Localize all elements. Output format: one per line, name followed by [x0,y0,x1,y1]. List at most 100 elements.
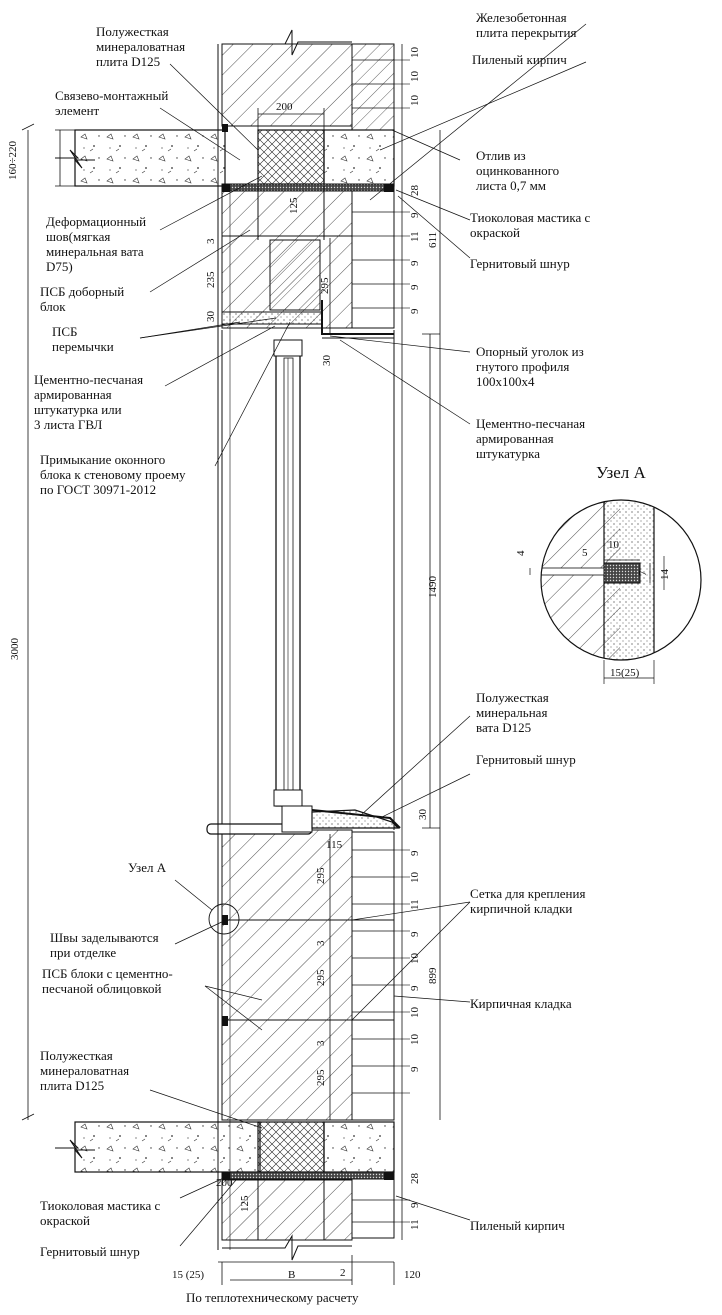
label-window-junction-line-0: Примыкание оконного [40,452,165,467]
label-thiokol-top-line-1: окраской [470,225,520,240]
dim-d28-bottom: 28 [409,1173,421,1185]
dim-d125: 125 [288,197,300,214]
label-plaster-inner-line-1: армированная [34,387,112,402]
dim-slab-thickness: 160÷220 [7,140,19,180]
dim-brick-low-8: 9 [409,1066,421,1072]
dim-brick-bottom-0: 9 [409,1202,421,1208]
dim-brick-mid-3: 9 [409,284,421,290]
label-thiokol-bottom-line-0: Тиоколовая мастика с [40,1198,160,1213]
label-rc-slab-line-1: плита перекрытия [476,25,576,40]
label-plaster-inner-line-3: 3 листа ГВЛ [34,417,103,432]
rc-slab-bottom-right [323,1121,395,1173]
dim-brick-bottom-1: 11 [409,1219,421,1230]
dim-brick-low-0: 9 [409,850,421,856]
window-opening [222,330,396,825]
label-thiokol-top-line-0: Тиоколовая мастика с [470,210,590,225]
label-plaster-outer-line-1: армированная [476,431,554,446]
label-thiokol-bottom-line-1: окраской [40,1213,90,1228]
dim-d3-a: 3 [315,940,327,946]
node-a-dim-0: 4 [515,550,527,556]
node-a-dim-1: 5 [582,547,588,559]
label-deformation-seam-line-1: шов(мягкая [46,229,110,244]
dim-d30-left: 30 [205,311,217,323]
label-drip-line-2: листа 0,7 мм [476,178,546,193]
dim-d125-bottom: 125 [239,1195,251,1212]
label-angle-line-1: гнутого профиля [476,359,569,374]
leader-lines [139,23,587,1247]
rc-slab-top-right [323,129,395,187]
dim-d1490: 1490 [427,576,439,599]
drip-edge [311,809,401,829]
label-window-junction-line-2: по ГОСТ 30971-2012 [40,482,156,497]
dim-d295-lintel: 295 [319,277,331,294]
label-angle-line-0: Опорный уголок из [476,344,584,359]
label-connector-line-0: Связево-монтажный [55,88,168,103]
dim-d295-c: 295 [315,1069,327,1086]
rc-slab-top [74,129,226,187]
dim-d295-b: 295 [315,969,327,986]
label-gernit-top-line-0: Гернитовый шнур [470,256,570,271]
support-angle [321,300,394,335]
dim-brick-low-3: 9 [409,931,421,937]
dim-d15-25: 15 (25) [172,1269,204,1281]
dim-d30-mid: 30 [321,355,333,367]
brick-cladding [351,43,395,1239]
dim-brick-low-5: 9 [409,985,421,991]
dim-d200-bottom: 200 [216,1177,233,1189]
break-line-top [55,149,95,169]
dim-brick-low-1: 10 [409,872,421,884]
label-connector-line-1: элемент [55,103,100,118]
dim-brick-low-6: 10 [409,1007,421,1019]
label-mineral-wool-sill-line-1: минеральная [476,705,547,720]
dim-d611: 611 [427,232,439,248]
label-psb-blocks-line-0: ПСБ блоки с цементно- [42,966,173,981]
psb-wall-bottom [221,1179,353,1241]
label-mineral-plate-bottom-line-0: Полужесткая [40,1048,113,1063]
dim-brick-mid-4: 9 [409,308,421,314]
break-line-bottom [55,1139,95,1159]
node-a-detail [529,499,702,684]
label-psb-extra-block-line-1: блок [40,299,66,314]
label-mineral-wool-sill-line-0: Полужесткая [476,690,549,705]
rc-slab-bottom [74,1121,261,1173]
label-masonry-line-0: Кирпичная кладка [470,996,572,1011]
label-drip-line-1: оцинкованного [476,163,559,178]
dim-brick-low-4: 10 [409,953,421,965]
label-mesh-line-0: Сетка для крепления [470,886,585,901]
dim-insulation-width: 200 [276,101,293,113]
bottom-drip-strip [221,1171,395,1180]
mineral-plate-bottom-fill [257,1121,325,1173]
psb-wall-lower [221,829,353,1121]
break-line-wall-top [222,29,352,56]
label-plaster-outer-line-2: штукатурка [476,446,540,461]
dim-brick-mid-1: 11 [409,231,421,242]
dim-brick-mid-2: 9 [409,260,421,266]
label-seams-note-line-0: Швы заделываются [50,930,159,945]
label-mineral-wool-sill-line-2: вата D125 [476,720,531,735]
dim-d235: 235 [205,271,217,288]
label-mineral-plate-top-line-2: плита D125 [96,54,160,69]
label-sawn-brick-top-line-0: Пиленый кирпич [472,52,567,67]
dim-d2: 2 [340,1267,346,1279]
top-drip-strip [221,183,395,192]
dim-d115: 115 [326,839,343,851]
dim-d3-b: 3 [315,1040,327,1046]
node-a-title: Узел А [596,463,647,482]
node-a-dim-4: 14 [659,569,671,581]
mineral-plate-top-fill [257,129,325,185]
label-psb-extra-block-line-0: ПСБ доборный [40,284,124,299]
psb-extra-block-fill [269,239,321,311]
dim-d28-top: 28 [409,185,421,197]
label-window-junction-line-1: блока к стеновому проему [40,467,186,482]
window-sash-bottom [273,789,303,807]
label-node-a-ref-line-0: Узел А [128,860,167,875]
label-gernit-sill-line-0: Гернитовый шнур [476,752,576,767]
sill-support [281,805,313,833]
label-seams-note-line-1: при отделке [50,945,116,960]
psb-wall-top [221,43,353,127]
label-gernit-bottom-line-0: Гернитовый шнур [40,1244,140,1259]
dim-brick-top-2: 10 [409,95,421,107]
exterior-drip [311,809,400,829]
